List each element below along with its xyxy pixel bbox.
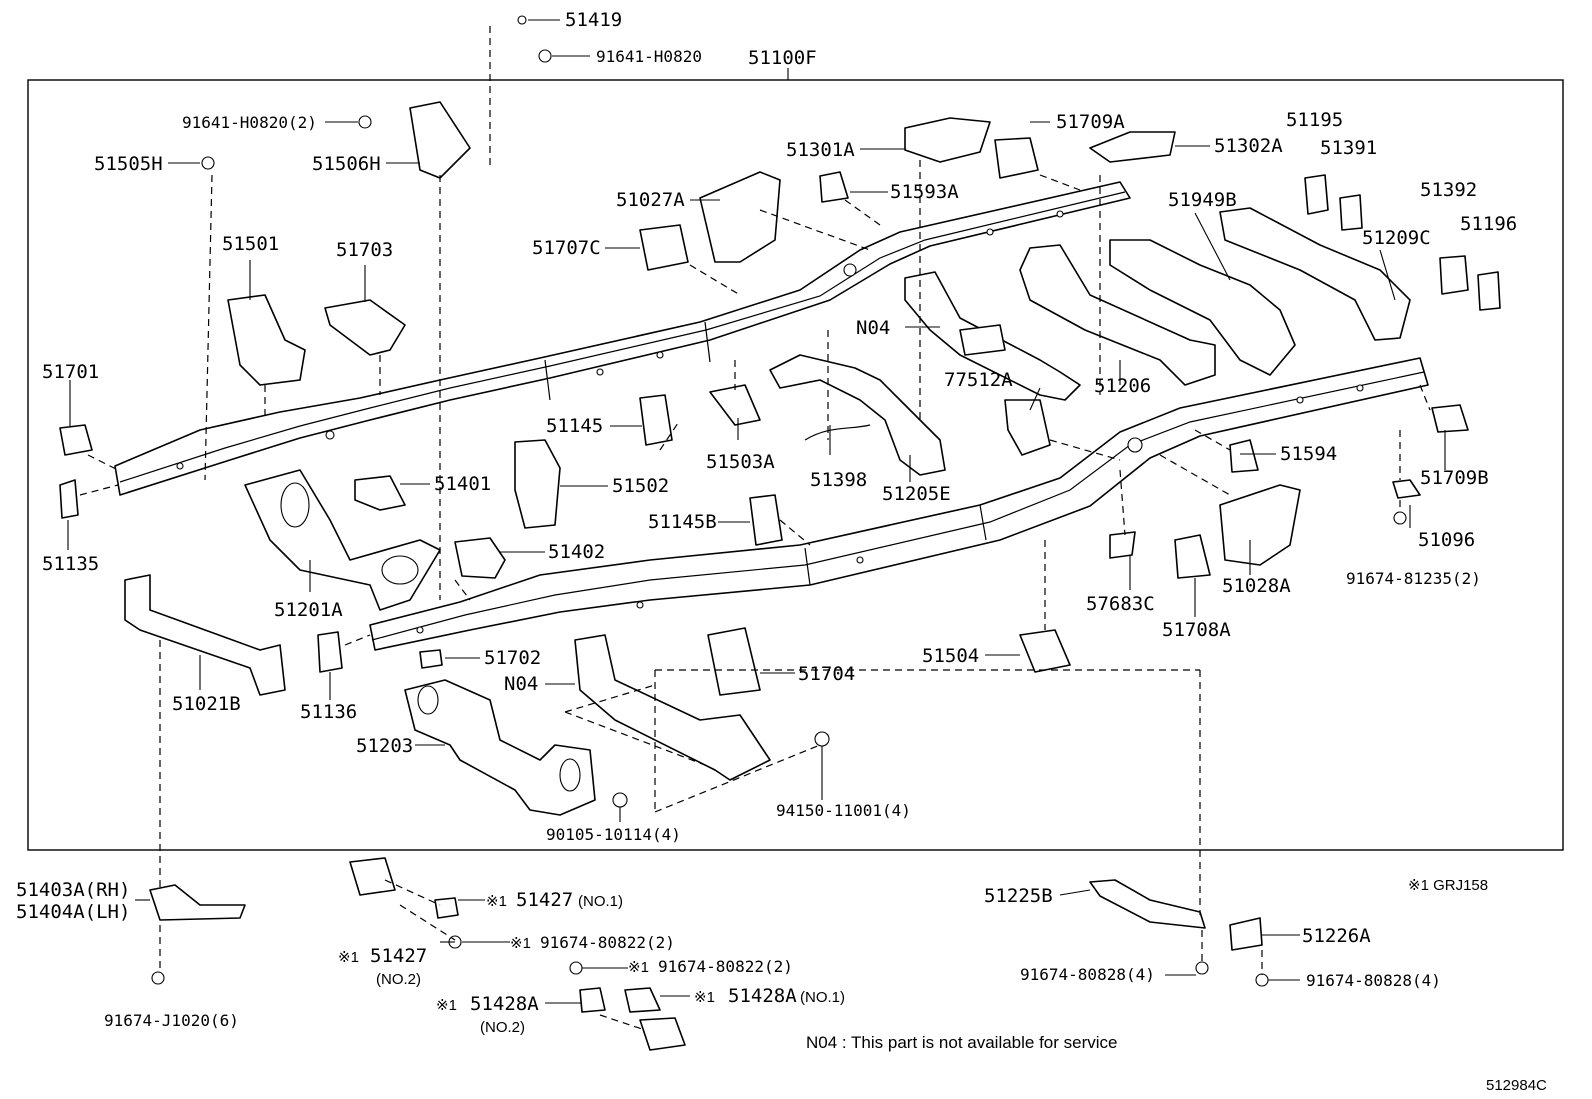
crossmember-51209c [1219, 207, 1411, 341]
label-91641-h0820: 91641-H0820 [596, 47, 702, 66]
mark-1-e: ※1 [436, 997, 457, 1014]
label-51704: 51704 [798, 663, 855, 685]
label-51145b: 51145B [648, 511, 717, 533]
label-51503a: 51503A [706, 451, 775, 473]
crossmember-51201a [244, 469, 441, 611]
label-51505h: 51505H [94, 153, 163, 175]
label-51709a: 51709A [1056, 111, 1125, 133]
label-n04-lower: N04 [504, 673, 538, 695]
mark-1-f: ※1 [694, 989, 715, 1006]
label-77512a: 77512A [944, 369, 1013, 391]
crossmember-51206 [1019, 244, 1216, 386]
label-51196: 51196 [1460, 213, 1517, 235]
label-51021b: 51021B [172, 693, 241, 715]
label-51100f: 51100F [748, 47, 817, 69]
label-51205e: 51205E [882, 483, 951, 505]
drawing-code: 512984C [1486, 1077, 1547, 1094]
label-51403a-rh: 51403A(RH) [16, 879, 130, 901]
label-94150-11001: 94150-11001(4) [776, 801, 911, 820]
label-51096: 51096 [1418, 529, 1475, 551]
label-51135: 51135 [42, 553, 99, 575]
label-51593a: 51593A [890, 181, 959, 203]
label-51404a-lh: 51404A(LH) [16, 901, 130, 923]
crossmember-51021b [124, 574, 286, 696]
label-51949b: 51949B [1168, 189, 1237, 211]
label-51428a-no2-sub: (NO.2) [480, 1019, 525, 1036]
label-51708a: 51708A [1162, 619, 1231, 641]
label-57683c: 57683C [1086, 593, 1155, 615]
part-labels: 51100F 51419 91641-H0820 91641-H0820(2) … [16, 9, 1547, 1094]
label-51594: 51594 [1280, 443, 1337, 465]
label-51506h: 51506H [312, 153, 381, 175]
label-91674-80828-b: 91674-80828(4) [1306, 971, 1441, 990]
label-91674-80822-b: 91674-80822(2) [658, 957, 793, 976]
label-91674-j1020: 91674-J1020(6) [104, 1011, 239, 1030]
label-51709b: 51709B [1420, 467, 1489, 489]
mark-1-a: ※1 [486, 893, 507, 910]
frame-rail-lower [369, 357, 1429, 651]
label-51427-no1: 51427 [516, 889, 573, 911]
label-51703: 51703 [336, 239, 393, 261]
label-91674-80822-a: 91674-80822(2) [540, 933, 675, 952]
label-51206: 51206 [1094, 375, 1151, 397]
mark-1-c: ※1 [510, 935, 531, 952]
label-51195: 51195 [1286, 109, 1343, 131]
label-51427-no2: 51427 [370, 945, 427, 967]
label-51392: 51392 [1420, 179, 1477, 201]
label-51136: 51136 [300, 701, 357, 723]
label-51201a: 51201A [274, 599, 343, 621]
label-91641-h0820-2: 91641-H0820(2) [182, 113, 317, 132]
label-51707c: 51707C [532, 237, 601, 259]
crossmember-51949b [1109, 239, 1296, 376]
label-51428a-no1: 51428A [728, 985, 797, 1007]
label-51427-no1-sub: (NO.1) [578, 893, 623, 910]
crossmember-51203 [404, 679, 596, 816]
label-51398: 51398 [810, 469, 867, 491]
label-51391: 51391 [1320, 137, 1377, 159]
service-note: N04 : This part is not available for ser… [806, 1033, 1118, 1052]
label-51428a-no2: 51428A [470, 993, 539, 1015]
label-51702: 51702 [484, 647, 541, 669]
frame-rail-upper [114, 181, 1131, 496]
small-brackets [59, 101, 1501, 1051]
label-90105-10114: 90105-10114(4) [546, 825, 681, 844]
mark-1-d: ※1 [628, 959, 649, 976]
mark-1-b: ※1 [338, 949, 359, 966]
label-n04-upper: N04 [856, 317, 890, 339]
label-51401: 51401 [434, 473, 491, 495]
label-91674-81235: 91674-81235(2) [1346, 569, 1481, 588]
label-51145: 51145 [546, 415, 603, 437]
assembly-frame [27, 79, 1564, 851]
label-51427-no2-sub: (NO.2) [376, 971, 421, 988]
label-51301a: 51301A [786, 139, 855, 161]
label-51419: 51419 [565, 9, 622, 31]
label-51225b: 51225B [984, 885, 1053, 907]
leader-lines [67, 19, 1446, 1004]
label-51504: 51504 [922, 645, 979, 667]
assembly-dash-lines [79, 22, 1431, 1031]
label-51502: 51502 [612, 475, 669, 497]
label-51028a: 51028A [1222, 575, 1291, 597]
label-51203: 51203 [356, 735, 413, 757]
crossmember-51028a [1219, 484, 1301, 566]
label-51428a-no1-sub: (NO.1) [800, 989, 845, 1006]
label-51027a: 51027A [616, 189, 685, 211]
label-51501: 51501 [222, 233, 279, 255]
label-51226a: 51226A [1302, 925, 1371, 947]
label-51302a: 51302A [1214, 135, 1283, 157]
footnote-legend: ※1 GRJ158 [1408, 877, 1488, 894]
label-51701: 51701 [42, 361, 99, 383]
crossmember-51205e [769, 354, 946, 476]
label-51209c: 51209C [1362, 227, 1431, 249]
crossmember-51027a [699, 171, 781, 263]
crossmember-n04-lower [574, 634, 771, 781]
label-91674-80828-a: 91674-80828(4) [1020, 965, 1155, 984]
fasteners [151, 15, 1407, 987]
label-51402: 51402 [548, 541, 605, 563]
